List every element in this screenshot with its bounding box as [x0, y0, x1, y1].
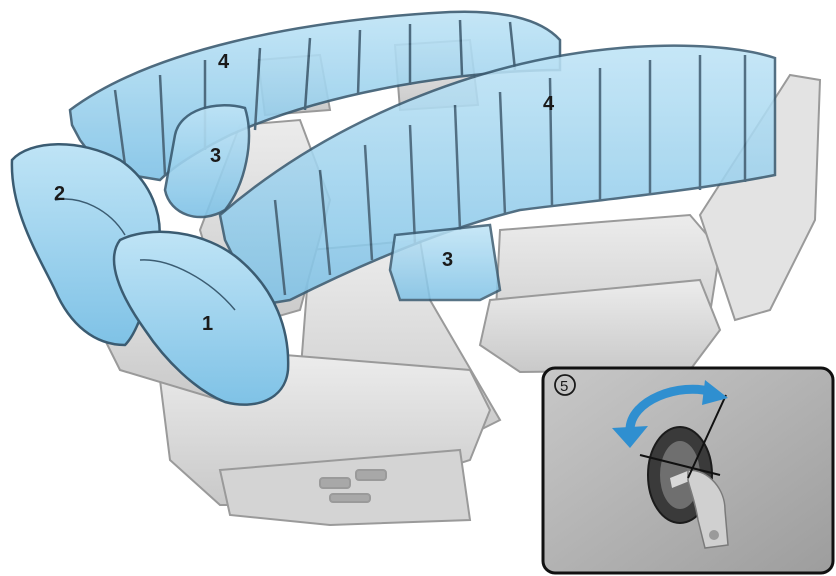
- label-2: 2: [54, 183, 65, 205]
- label-3-upper: 3: [210, 145, 221, 167]
- label-3-lower: 3: [442, 249, 453, 271]
- seat-control-2: [356, 470, 386, 480]
- label-4-left: 4: [218, 51, 230, 73]
- seat-control-3: [330, 494, 370, 502]
- label-5: 5: [560, 378, 568, 395]
- label-1: 1: [202, 313, 213, 335]
- label-4-right: 4: [543, 93, 555, 115]
- inset-panel: 5: [543, 368, 833, 573]
- seat-control-1: [320, 478, 350, 488]
